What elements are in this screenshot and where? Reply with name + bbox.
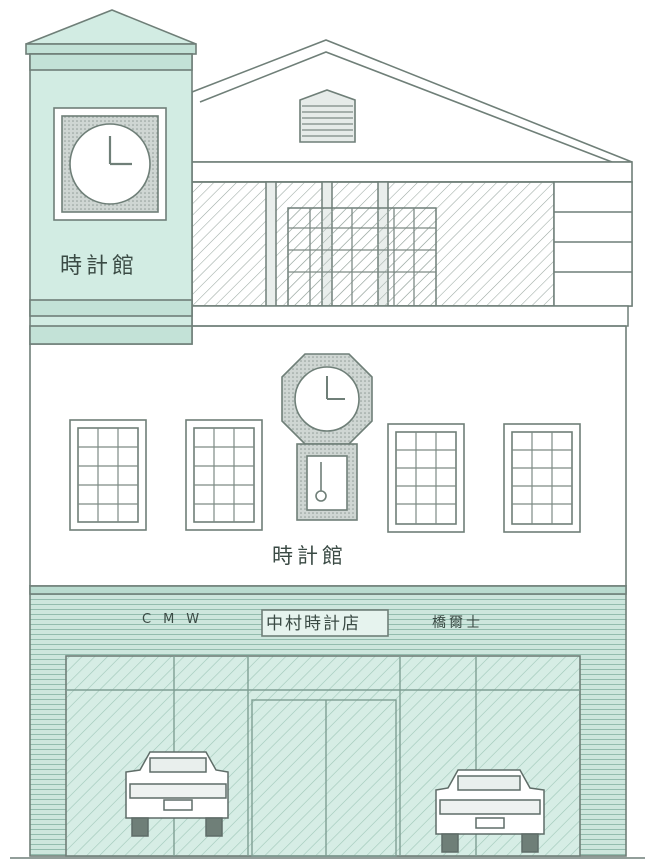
upper-floor	[191, 181, 633, 327]
window	[185, 419, 263, 531]
gable-roof	[191, 39, 633, 183]
window	[69, 419, 147, 531]
car-icon	[435, 769, 545, 853]
tower-clock-icon	[53, 107, 167, 221]
facade-sign-text: 時計館	[272, 544, 347, 568]
store-extra-text: 橋爾士	[432, 615, 483, 631]
main-wall	[29, 325, 627, 586]
car-icon	[125, 751, 229, 837]
tower-sign-text: 時計館	[60, 254, 139, 279]
store-name-text: 中村時計店	[266, 614, 361, 634]
window	[387, 423, 465, 533]
store-brand-text: CMW	[142, 612, 212, 627]
window	[503, 423, 581, 533]
pendulum-clock-icon	[281, 353, 373, 521]
windows	[69, 419, 581, 533]
